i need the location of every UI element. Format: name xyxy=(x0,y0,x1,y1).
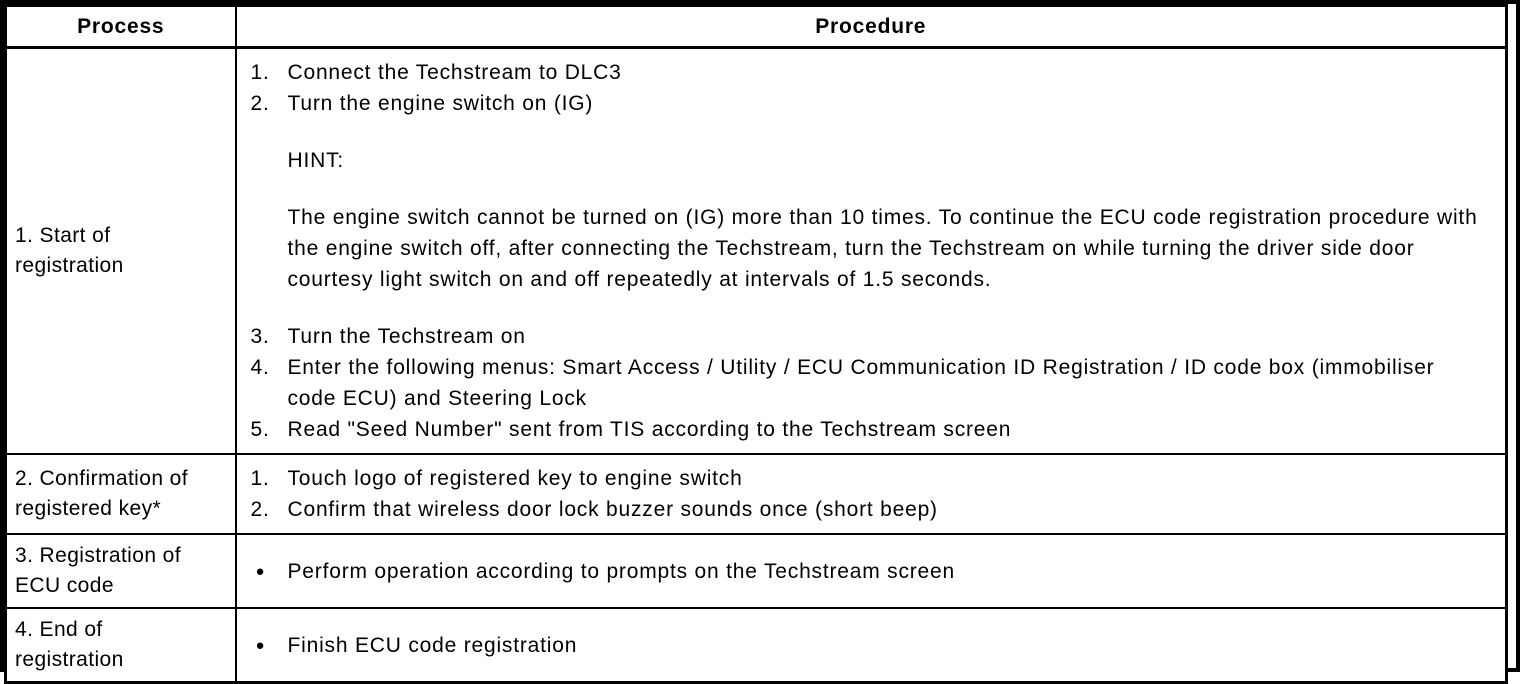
step-number: 2. xyxy=(250,498,270,521)
item-text: Read "Seed Number" sent from TIS accordi… xyxy=(287,418,1012,441)
numbered-step: 2. Confirm that wireless door lock buzzer… xyxy=(251,494,1482,525)
item-text: Connect the Techstream to DLC3 xyxy=(287,61,622,84)
step-number: 4. xyxy=(250,356,270,379)
spacer xyxy=(251,295,1482,321)
column-header-process: Process xyxy=(4,4,237,49)
paragraph-text: HINT: xyxy=(287,149,344,172)
item-text: Perform operation according to prompts o… xyxy=(287,559,955,583)
numbered-step: 1. Touch logo of registered key to engine… xyxy=(251,463,1482,494)
procedure-cell: ● Perform operation according to prompts … xyxy=(234,533,1508,609)
procedure-cell: 1. Connect the Techstream to DLC3 2. Turn t… xyxy=(234,46,1508,455)
item-text: Enter the following menus: Smart Access … xyxy=(287,356,1435,410)
bullet-icon: ● xyxy=(255,562,266,580)
item-text: Turn the engine switch on (IG) xyxy=(287,92,594,115)
paragraph-text: The engine switch cannot be turned on (I… xyxy=(287,206,1478,291)
item-text: Turn the Techstream on xyxy=(287,325,526,348)
spacer xyxy=(251,119,1482,145)
step-number: 1. xyxy=(250,61,270,84)
item-text: Confirm that wireless door lock buzzer s… xyxy=(287,498,938,521)
item-text: Touch logo of registered key to engine s… xyxy=(287,467,743,490)
numbered-step: 5. Read "Seed Number" sent from TIS accor… xyxy=(251,414,1482,445)
bullet-item: ● Perform operation according to prompts … xyxy=(251,556,1482,587)
bullet-icon: ● xyxy=(255,636,266,654)
numbered-step: 4. Enter the following menus: Smart Acces… xyxy=(251,352,1482,414)
numbered-step: 2. Turn the engine switch on (IG) xyxy=(251,88,1482,119)
header-row: Process Procedure xyxy=(4,4,1508,49)
column-header-procedure: Procedure xyxy=(234,4,1508,49)
procedure-cell: ● Finish ECU code registration xyxy=(234,607,1508,684)
procedure-cell: 1. Touch logo of registered key to engine… xyxy=(234,453,1508,535)
step-number: 1. xyxy=(250,467,270,490)
item-text: Finish ECU code registration xyxy=(287,633,578,657)
bullet-item: ● Finish ECU code registration xyxy=(251,630,1482,661)
numbered-step: 3. Turn the Techstream on xyxy=(251,321,1482,352)
step-number: 3. xyxy=(250,325,270,348)
step-number: 5. xyxy=(250,418,270,441)
spacer xyxy=(251,176,1482,202)
numbered-step: 1. Connect the Techstream to DLC3 xyxy=(251,57,1482,88)
step-number: 2. xyxy=(250,92,270,115)
